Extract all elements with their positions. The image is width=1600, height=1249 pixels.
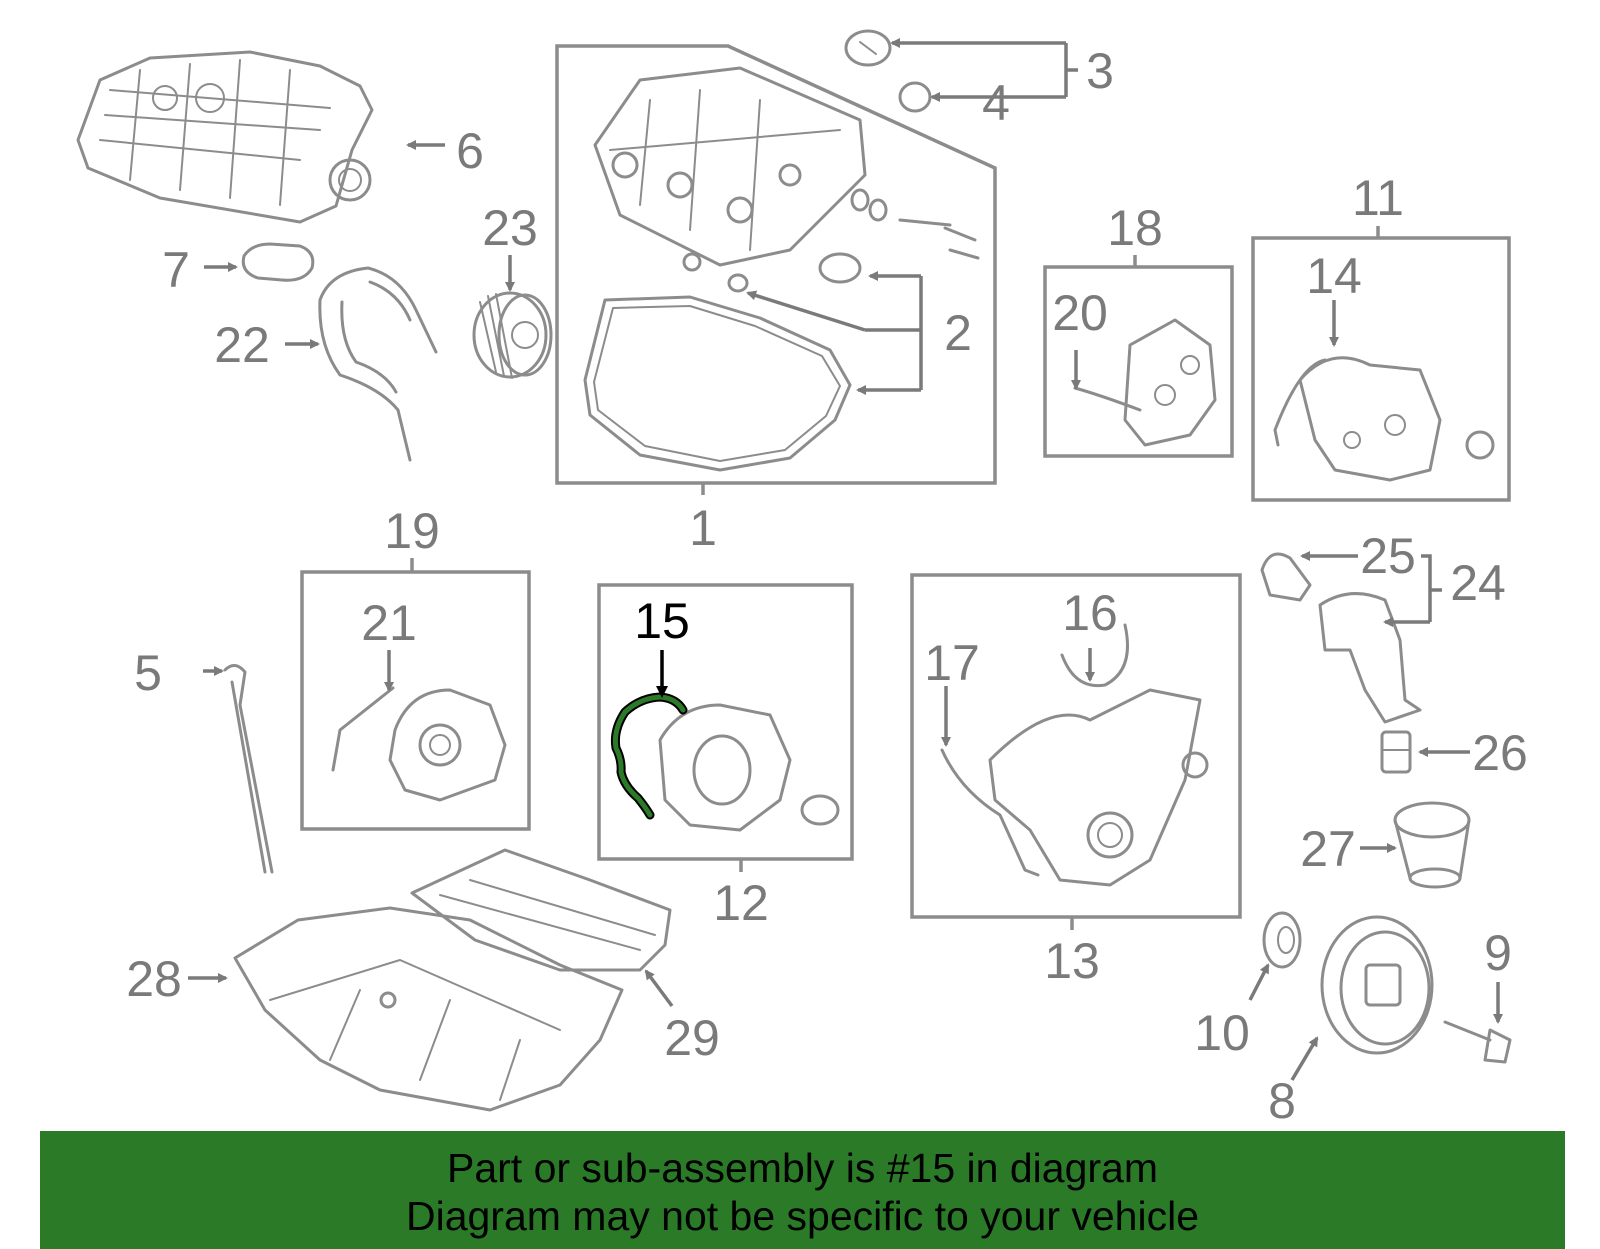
callout-4: 4 xyxy=(982,75,1010,131)
callout-13: 13 xyxy=(1044,933,1100,989)
group-box-19 xyxy=(300,570,531,831)
group-box-11 xyxy=(1251,236,1511,502)
valve-cover-gasket-drawing xyxy=(583,295,852,472)
oil-pan-drawing xyxy=(233,906,624,1112)
dipstick-drawing xyxy=(223,664,274,874)
banner-line-1: Part or sub-assembly is #15 in diagram xyxy=(447,1145,1158,1191)
timing-cover-13-drawing xyxy=(940,623,1209,887)
intake-manifold-drawing xyxy=(76,50,374,224)
valve-cover-drawing xyxy=(593,66,867,267)
callout-9: 9 xyxy=(1484,925,1512,981)
callout-20: 20 xyxy=(1052,285,1108,341)
timing-belt-drawing xyxy=(318,266,438,462)
oil-pump-drawing xyxy=(1260,552,1422,724)
group-box-12 xyxy=(597,583,854,861)
callout-12: 12 xyxy=(713,875,769,931)
callout-17: 17 xyxy=(924,635,980,691)
callout-19: 19 xyxy=(384,503,440,559)
callout-1: 1 xyxy=(689,500,717,556)
callout-10: 10 xyxy=(1194,1005,1250,1061)
callout-16: 16 xyxy=(1062,585,1118,641)
crank-bolt-drawing xyxy=(1443,1020,1512,1064)
callout-8: 8 xyxy=(1268,1073,1296,1129)
gasket-7-drawing xyxy=(241,242,315,282)
callout-25: 25 xyxy=(1360,528,1416,584)
callout-22: 22 xyxy=(214,317,270,373)
seals-2-drawing xyxy=(682,188,980,293)
callout-14: 14 xyxy=(1306,248,1362,304)
oil-cap-drawing xyxy=(844,29,892,67)
group-box-13 xyxy=(910,573,1242,919)
baffle-29-drawing xyxy=(410,848,672,972)
info-banner: Part or sub-assembly is #15 in diagram D… xyxy=(40,1131,1565,1249)
callout-2: 2 xyxy=(944,305,972,361)
callout-5: 5 xyxy=(134,645,162,701)
callout-7: 7 xyxy=(162,242,190,298)
crank-pulley-drawing xyxy=(1320,915,1434,1055)
fitting-26-drawing xyxy=(1380,730,1412,774)
crank-gear-drawing xyxy=(1262,911,1302,969)
callout-27: 27 xyxy=(1300,821,1356,877)
timing-cover-11-drawing xyxy=(1273,356,1495,482)
seal-15-highlight-fill xyxy=(612,694,686,818)
callout-6: 6 xyxy=(456,123,484,179)
callout-3: 3 xyxy=(1086,43,1114,99)
callout-28: 28 xyxy=(126,951,182,1007)
timing-cover-19-drawing xyxy=(331,686,507,802)
banner-line-2: Diagram may not be specific to your vehi… xyxy=(405,1193,1199,1239)
callout-21: 21 xyxy=(361,595,417,651)
callout-15: 15 xyxy=(634,593,690,649)
callout-23: 23 xyxy=(482,200,538,256)
callout-24: 24 xyxy=(1450,555,1506,611)
callout-29: 29 xyxy=(664,1010,720,1066)
group-box-1 xyxy=(555,44,997,485)
pulley-23-drawing xyxy=(472,291,553,379)
group-box-18 xyxy=(1043,265,1234,458)
callout-18: 18 xyxy=(1107,200,1163,256)
timing-cover-12-drawing xyxy=(658,703,840,832)
callout-11: 11 xyxy=(1352,170,1404,226)
oil-cap-seal-drawing xyxy=(898,81,932,113)
callout-26: 26 xyxy=(1472,725,1528,781)
oil-filter-drawing xyxy=(1393,801,1471,889)
